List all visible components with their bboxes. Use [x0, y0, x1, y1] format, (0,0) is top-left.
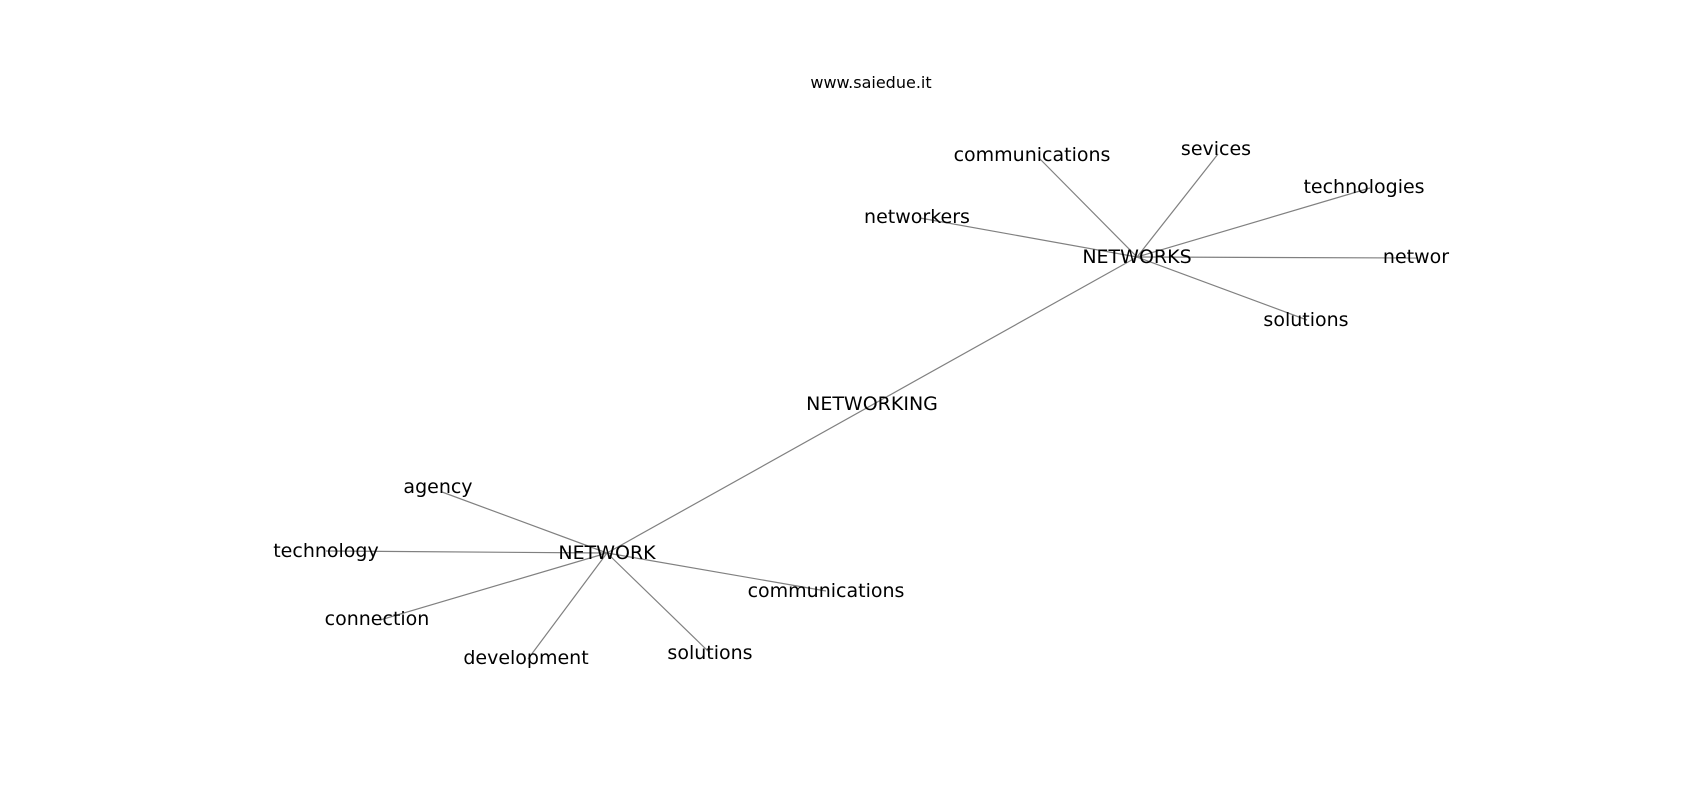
- edge-network-solutions: [606, 552, 711, 654]
- node-technology: technology: [273, 540, 379, 562]
- labels: www.saiedue.it NETWORKS NETWORKING NETWO…: [273, 73, 1449, 669]
- edge-networks-networkers: [919, 217, 1138, 258]
- edge-network-communications: [606, 552, 827, 592]
- edge-network-connection: [379, 552, 608, 621]
- node-networking: NETWORKING: [806, 393, 938, 415]
- node-sevices: sevices: [1181, 138, 1251, 160]
- node-development: development: [463, 647, 588, 669]
- node-networ: networ: [1383, 246, 1449, 268]
- node-communications-bottom: communications: [748, 580, 905, 602]
- edge-networks-technologies: [1136, 187, 1371, 258]
- edge-network-networks: [606, 256, 1138, 554]
- node-technologies: technologies: [1303, 176, 1424, 198]
- node-network: NETWORK: [558, 542, 656, 564]
- edge-networks-communications: [1039, 158, 1138, 258]
- edge-network-technology: [325, 550, 608, 554]
- node-networkers: networkers: [864, 206, 970, 228]
- edge-networks-solutions: [1136, 256, 1308, 321]
- edges: [325, 153, 1419, 660]
- edge-network-development: [527, 552, 608, 660]
- node-networks: NETWORKS: [1082, 246, 1191, 268]
- edge-networks-networ: [1136, 256, 1419, 259]
- node-connection: connection: [325, 608, 430, 630]
- node-solutions-bottom: solutions: [667, 642, 752, 664]
- site-url: www.saiedue.it: [810, 73, 931, 92]
- edge-networks-sevices: [1136, 153, 1219, 258]
- node-agency: agency: [403, 476, 472, 498]
- node-solutions-top: solutions: [1263, 309, 1348, 331]
- node-communications-top: communications: [954, 144, 1111, 166]
- edge-network-agency: [441, 491, 608, 554]
